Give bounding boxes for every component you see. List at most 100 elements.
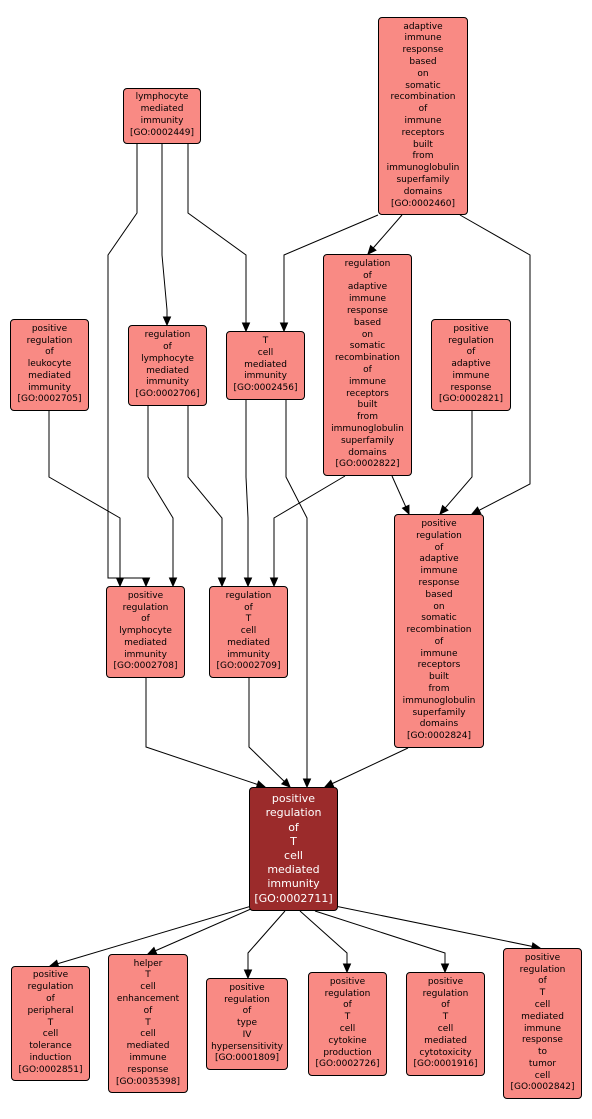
node-label-line: positive [524,952,561,963]
node-label-line: T [245,614,252,625]
node-label-line: regulation [422,988,469,999]
node-label-line: [GO:0002726] [315,1059,380,1070]
node-label-line: T [262,336,269,346]
node-label-line: based [409,57,437,68]
node-label-line: cell [140,982,156,993]
node-label-line: immunoglobulin [386,163,460,174]
node-label-line: receptors [346,388,389,399]
node-label-line: [GO:0002822] [335,459,400,470]
node-label-line: positive [427,976,464,987]
edge-arrowhead [342,963,352,974]
node-label-line: of [45,347,54,358]
node-label-line: [GO:0002851] [18,1064,83,1075]
node-label-line: regulation [416,530,462,541]
node-label-line: of [441,1000,450,1011]
node-label-line: [GO:0002821] [438,394,504,405]
node-label-line: mediated [227,637,270,648]
node-label-line: adaptive [347,282,388,293]
edge-arrowhead [217,577,227,588]
node-label-line: adaptive [419,554,459,565]
node-label-line: response [347,306,388,317]
edge-arrowhead [241,322,251,333]
node-label-line: superfamily [340,435,395,446]
node-label-line: lymphocyte [141,353,194,364]
node-label-line: somatic [349,341,386,352]
node-label-line: of [434,542,444,553]
edge-arrowhead [279,322,289,333]
node-label-line: receptors [401,127,445,138]
node-label-line: regulation [448,335,494,346]
node-label-line: T [145,970,151,981]
edge-line [248,678,291,788]
node-label-line: of [343,1000,352,1011]
node-label-line: immune [129,1052,167,1063]
node-label-line: regulation [26,335,73,346]
node-label-line: cell [534,999,551,1010]
node-label-line: regulation [225,590,272,601]
edge-arrowhead [168,577,178,588]
edge-line [329,904,541,949]
node-label-line: recombination [390,92,456,103]
node-label-line: based [425,589,453,600]
node-label-line: of [141,614,150,625]
node-label-line: from [412,151,434,162]
node-label-line: regulation [224,994,270,1005]
edge-line [161,144,168,325]
edge-line [245,400,249,586]
node-label-line: tolerance [29,1041,72,1052]
edge-arrowhead [269,577,279,588]
node-label-line: cell [284,849,303,862]
edge-line [439,411,473,515]
node-label-line: T [539,988,546,999]
node-label-line: of [143,1005,153,1016]
node-label-line: immunity [227,649,270,660]
node-label-line: immune [420,566,458,577]
edge-arrowhead [302,778,312,789]
node-label-line: positive [271,792,316,806]
node-label-line: [GO:0035398] [115,1076,181,1087]
node-label-line: [GO:0002706] [135,389,200,400]
edge-arrowhead [367,244,377,255]
node-label-line: on [361,329,374,340]
node-label-line: cell [437,1024,454,1034]
node-label-line: immune [404,116,442,126]
node-label-line: lymphocyte [135,92,189,103]
node-label-line: [GO:0002709] [216,661,281,672]
edge-line [283,214,379,331]
edge-arrowhead [243,969,253,980]
node-label-line: T [290,834,297,848]
node-label-line: on [433,601,445,612]
node-label-line: domains [419,719,459,730]
edge-arrowhead [141,577,151,588]
node-label-line: cell [240,626,257,637]
node-label-line: somatic [421,613,457,624]
node-label-line: [GO:0001809] [214,1053,280,1064]
edge-line [273,475,346,586]
node-label-line: helper [133,958,163,969]
node-label-line: domains [403,186,443,197]
edge-arrowhead [243,577,253,588]
node-label-line: from [357,412,378,423]
node-label-line: of [434,636,444,647]
node-label-line: [GO:0002711] [254,891,333,905]
node-label-line: based [353,317,382,328]
node-label-line: positive [329,976,366,987]
node-label-line: from [428,684,450,695]
